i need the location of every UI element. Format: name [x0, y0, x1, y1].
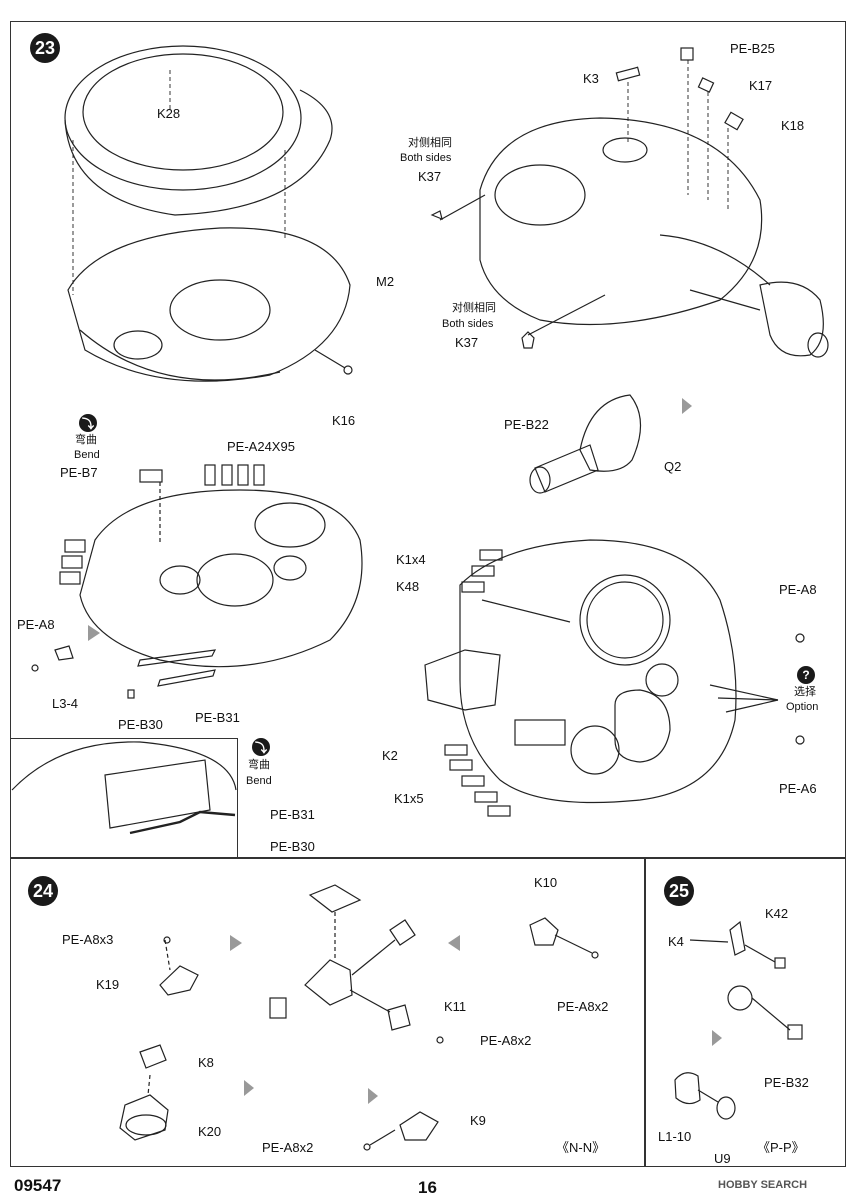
step-number-23: 23 [30, 33, 60, 63]
label-k37-top: K37 [418, 169, 442, 184]
k28-ring-outer [64, 45, 302, 191]
label-pe-b31-inset: PE-B31 [270, 807, 315, 822]
label-k18: K18 [781, 118, 805, 133]
label-both-sides-en-2: Both sides [442, 318, 494, 330]
bend-icon: ⤵ [79, 414, 97, 432]
label-l3-4: L3-4 [52, 696, 79, 711]
label-bend-cn-1: 弯曲 [75, 434, 97, 446]
label-pe-a8x2-c: PE-A8x2 [262, 1140, 314, 1155]
step-number-24: 24 [28, 876, 58, 906]
label-k11: K11 [444, 999, 467, 1014]
label-pe-b30-top: PE-B30 [118, 717, 163, 732]
label-k48: K48 [396, 579, 420, 594]
turret-mid-left [79, 489, 363, 668]
bend-icon: ⤵ [252, 738, 270, 756]
label-k9: K9 [470, 1113, 486, 1128]
step-number-25: 25 [664, 876, 694, 906]
label-k8: K8 [198, 1055, 214, 1070]
label-bend-en-2: Bend [246, 775, 272, 787]
turret-top-right [479, 117, 763, 326]
pe-b22-barrel [759, 281, 824, 357]
label-k4: K4 [668, 934, 684, 949]
q2-sleeve [579, 394, 642, 472]
product-code: 09547 [14, 1176, 62, 1195]
label-k42: K42 [765, 906, 789, 921]
watermark: HOBBY SEARCH [718, 1179, 808, 1191]
label-k1x5: K1x5 [394, 791, 424, 806]
step24-frame [10, 857, 646, 1167]
k28-ring-inner [82, 53, 284, 171]
label-bend-cn-2: 弯曲 [248, 759, 270, 771]
label-pe-a8-right: PE-A8 [779, 582, 817, 597]
label-k16: K16 [332, 413, 356, 428]
label-k17: K17 [749, 78, 773, 93]
label-pe-a24x95: PE-A24X95 [227, 439, 295, 454]
label-pe-b31-top: PE-B31 [195, 710, 240, 725]
step23-frame [10, 21, 846, 859]
label-pe-b32: PE-B32 [764, 1075, 809, 1090]
label-option-cn: 选择 [794, 686, 816, 698]
label-both-sides-cn-2: 对侧相同 [452, 302, 496, 314]
label-pe-a8x2-b: PE-A8x2 [480, 1033, 532, 1048]
label-l1-10: L1-10 [658, 1129, 692, 1144]
label-u9: U9 [714, 1151, 731, 1166]
step25-frame [644, 857, 846, 1167]
label-k28: K28 [157, 106, 181, 121]
label-k3: K3 [583, 71, 599, 86]
label-view-p-p: 《P-P》 [757, 1140, 805, 1155]
label-view-n-n: 《N-N》 [556, 1140, 606, 1155]
label-pe-b30-inset: PE-B30 [270, 839, 315, 854]
label-pe-a8x2-a: PE-A8x2 [557, 999, 609, 1014]
question-icon: ? [797, 666, 815, 684]
label-pe-b7: PE-B7 [60, 465, 98, 480]
label-bend-en-1: Bend [74, 449, 100, 461]
label-option-en: Option [786, 701, 819, 713]
label-q2: Q2 [664, 459, 682, 474]
label-pe-a8x3: PE-A8x3 [62, 932, 114, 947]
label-k2: K2 [382, 748, 398, 763]
page-number: 16 [418, 1178, 437, 1197]
label-k1x4: K1x4 [396, 552, 426, 567]
label-pe-b25: PE-B25 [730, 41, 775, 56]
label-both-sides-cn-1: 对侧相同 [408, 137, 452, 149]
label-k20: K20 [198, 1124, 222, 1139]
bend-inset-frame [10, 738, 238, 859]
label-m2: M2 [376, 274, 395, 289]
label-both-sides-en-1: Both sides [400, 152, 452, 164]
turret-top-view [459, 539, 737, 804]
label-pe-b22: PE-B22 [504, 417, 549, 432]
m2-floor [67, 227, 351, 382]
label-k10: K10 [534, 875, 558, 890]
label-k19: K19 [96, 977, 120, 992]
label-pe-a6: PE-A6 [779, 781, 817, 796]
label-pe-a8-left: PE-A8 [17, 617, 55, 632]
label-k37-bottom: K37 [455, 335, 479, 350]
